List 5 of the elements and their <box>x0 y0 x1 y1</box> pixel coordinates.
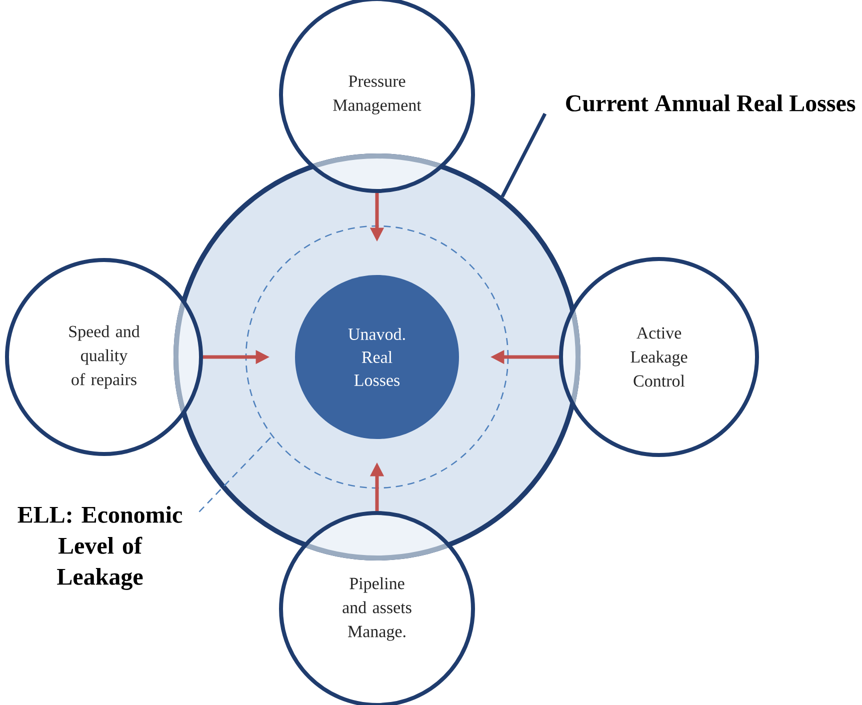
dashed-circle <box>245 225 509 489</box>
annotation-text: ELL: Economic Level of Leakage <box>18 506 182 590</box>
leader-line <box>500 112 547 198</box>
annotation-text: Current Annual Real Losses <box>566 94 856 112</box>
leader-line <box>198 436 272 512</box>
